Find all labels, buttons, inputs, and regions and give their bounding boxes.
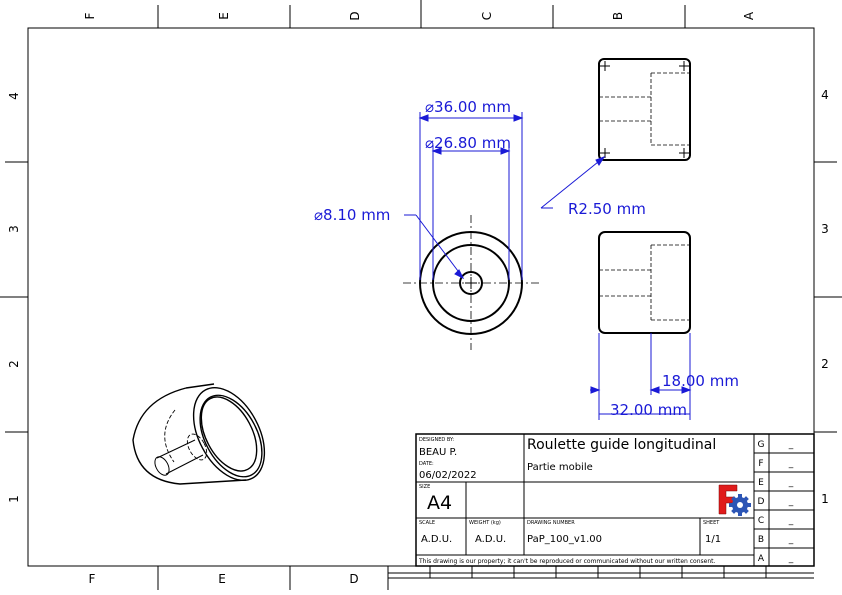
revision-letter: F <box>758 459 763 469</box>
revision-value: _ <box>788 516 794 526</box>
dim-outer-diameter: ⌀36.00 mm <box>425 98 511 116</box>
title-block-text: DESIGNED BY: BEAU P. DATE: 06/02/2022 SI… <box>418 437 721 565</box>
dim-total-length: 32.00 mm <box>610 401 687 419</box>
zone-top-d: D <box>348 11 362 20</box>
dim-inner-diameter: ⌀26.80 mm <box>425 134 511 152</box>
zone-labels-bottom: F E D <box>89 572 359 586</box>
zone-labels-left: 4 3 2 1 <box>7 92 21 503</box>
revision-value: _ <box>788 440 794 450</box>
zone-bottom-f: F <box>89 572 96 586</box>
dimension-lines <box>404 112 692 420</box>
zone-top-e: E <box>217 12 231 20</box>
zone-left-1: 1 <box>7 495 21 503</box>
dimension-labels: ⌀36.00 mm ⌀26.80 mm ⌀8.10 mm R2.50 mm 18… <box>314 98 739 419</box>
zone-right-1: 1 <box>821 492 829 506</box>
revision-value: _ <box>788 478 794 488</box>
scale-value: A.D.U. <box>421 534 452 545</box>
dim-bore-diameter: ⌀8.10 mm <box>314 206 390 224</box>
zone-bottom-d: D <box>349 572 358 586</box>
revision-letter: A <box>758 554 765 564</box>
revision-letter: D <box>758 497 765 507</box>
zone-right-3: 3 <box>821 222 829 236</box>
drawing-number-value: PaP_100_v1.00 <box>527 534 602 545</box>
zone-left-3: 3 <box>7 225 21 233</box>
sheet-value: 1/1 <box>705 534 721 545</box>
revision-letter: G <box>758 440 765 450</box>
revision-letter: C <box>758 516 764 526</box>
size-label: SIZE <box>419 484 430 490</box>
zone-labels-top: F E D C B A <box>83 11 756 21</box>
isometric-view <box>132 383 266 485</box>
revision-value: _ <box>788 535 794 545</box>
zone-top-b: B <box>611 12 625 20</box>
zone-bottom-e: E <box>218 572 226 586</box>
designed-by-label: DESIGNED BY: <box>419 437 454 443</box>
revision-value: _ <box>788 497 794 507</box>
designed-by-value: BEAU P. <box>419 447 457 458</box>
zone-right-4: 4 <box>821 88 829 102</box>
title-block <box>415 433 815 567</box>
revision-value: _ <box>788 459 794 469</box>
weight-label: WEIGHT (kg) <box>469 520 501 526</box>
top-view <box>598 58 691 161</box>
zone-labels-right: 4 3 2 1 <box>821 88 829 506</box>
zone-top-f: F <box>83 12 97 19</box>
revision-value: _ <box>788 554 794 564</box>
dim-fillet-radius: R2.50 mm <box>568 200 646 218</box>
weight-value: A.D.U. <box>475 534 506 545</box>
sheet-label: SHEET <box>703 520 720 526</box>
scale-label: SCALE <box>419 520 435 526</box>
zone-top-c: C <box>480 12 494 20</box>
drawing-subtitle: Partie mobile <box>527 462 593 473</box>
revision-letter: B <box>758 535 764 545</box>
date-label: DATE: <box>419 461 434 467</box>
revision-table: G _ F _ E _ D _ C _ B _ A _ <box>758 440 794 564</box>
drawing-title: Roulette guide longitudinal <box>527 437 716 453</box>
size-value: A4 <box>427 492 452 514</box>
dim-step-length: 18.00 mm <box>662 372 739 390</box>
date-value: 06/02/2022 <box>419 470 477 481</box>
revision-letter: E <box>758 478 764 488</box>
drawing-number-label: DRAWING NUMBER <box>527 520 575 526</box>
zone-left-2: 2 <box>7 360 21 368</box>
zone-left-4: 4 <box>7 92 21 100</box>
front-view <box>403 215 540 350</box>
freecad-logo-icon <box>718 484 751 516</box>
zone-top-a: A <box>742 11 756 20</box>
zone-right-2: 2 <box>821 357 829 371</box>
copyright-notice: This drawing is our property; it can't b… <box>418 558 715 565</box>
side-view <box>598 231 691 334</box>
